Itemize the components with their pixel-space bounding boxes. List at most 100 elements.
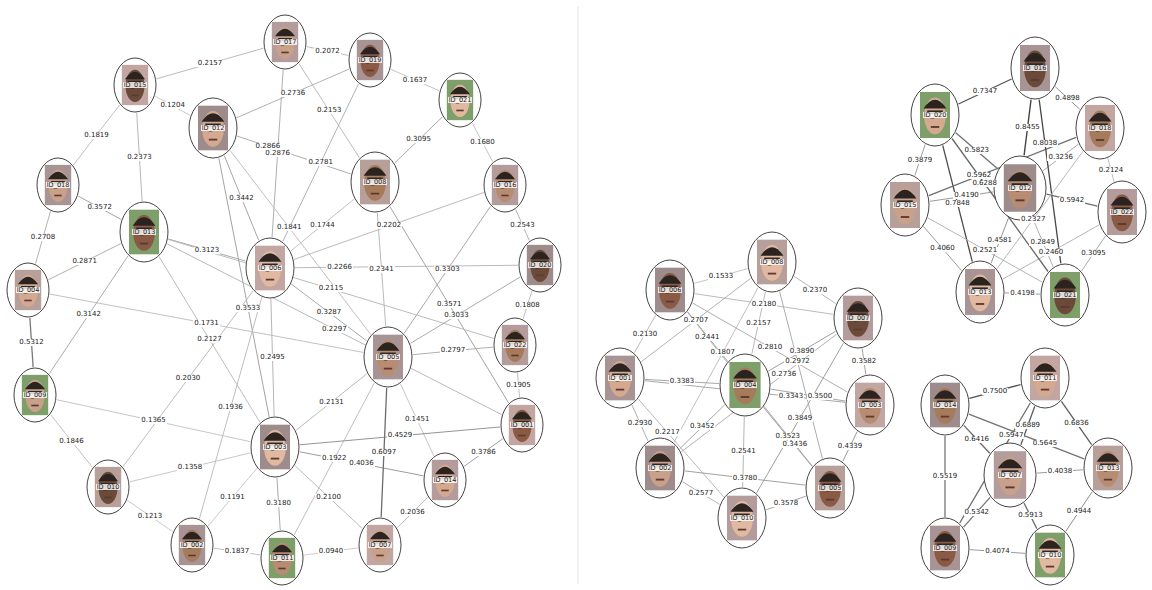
face-node: ID_006 (645, 259, 695, 321)
edge-weight: 0.3849 (787, 415, 814, 422)
similarity-edge (694, 269, 747, 284)
node-id: ID_022 (1110, 209, 1135, 216)
node-id: ID_015 (123, 82, 148, 89)
similarity-edge (168, 239, 493, 338)
similarity-edge (964, 425, 990, 453)
similarity-edge (199, 297, 261, 518)
edge-weight: 0.3879 (907, 157, 934, 164)
face-node: ID_021 (438, 72, 482, 128)
face-node: ID_005 (805, 457, 855, 519)
face-node: ID_014 (920, 374, 970, 436)
node-id: ID_003 (858, 402, 883, 409)
node-id: ID_012 (1008, 185, 1033, 192)
panel-divider (578, 6, 579, 584)
edge-weight: 0.2736 (771, 371, 798, 378)
similarity-edge (464, 439, 503, 467)
similarity-edge (291, 284, 366, 341)
edge-weight: 0.1451 (404, 416, 431, 423)
edge-weight: 0.2127 (196, 336, 223, 343)
similarity-edge (956, 133, 998, 169)
similarity-edge (969, 385, 1020, 399)
face-node: ID_020 (518, 237, 562, 293)
edge-weight: 0.4529 (387, 432, 414, 439)
face-node: ID_010 (86, 459, 130, 515)
similarity-edge (400, 384, 433, 456)
node-id: ID_013 (968, 289, 993, 296)
edge-weight: 0.2341 (368, 266, 395, 273)
face-node: ID_005 (363, 326, 413, 388)
similarity-edge (397, 497, 427, 527)
similarity-edge (641, 278, 750, 362)
similarity-edge (680, 405, 725, 449)
edge-weight: 0.5823 (964, 147, 991, 154)
face-node: ID_004 (6, 262, 50, 318)
node-id: ID_020 (528, 262, 553, 269)
face-node: ID_015 (113, 57, 157, 113)
edge-weight: 0.2130 (632, 331, 659, 338)
edge-weight: 0.4339 (837, 443, 864, 450)
edge-weight: 0.3582 (851, 358, 878, 365)
similarity-edge (964, 497, 991, 527)
edge-weight: 0.2441 (694, 334, 721, 341)
edge-weight: 0.3890 (789, 348, 816, 355)
face-node: ID_009 (13, 367, 57, 423)
face-node: ID_021 (1040, 263, 1090, 327)
face-node: ID_008 (747, 231, 797, 293)
face-node: ID_002 (170, 517, 214, 573)
face-node: ID_022 (1097, 180, 1147, 244)
node-id: ID_007 (846, 315, 871, 322)
edge-weight: 0.2202 (376, 222, 403, 229)
edge-weight: 0.4944 (1066, 508, 1093, 515)
edge-weight: 0.1808 (514, 302, 541, 309)
edge-weight: 0.3780 (732, 475, 759, 482)
similarity-edge (283, 84, 359, 241)
node-id: ID_005 (376, 354, 401, 361)
similarity-edge (404, 206, 490, 333)
edge-weight: 0.2495 (259, 354, 286, 361)
node-id: ID_007 (998, 472, 1023, 479)
similarity-edge (695, 294, 833, 315)
node-id: ID_018 (1088, 125, 1113, 132)
edge-weight: 0.2327 (1020, 216, 1047, 223)
node-id: ID_006 (658, 287, 683, 294)
similarity-edge (156, 48, 263, 79)
edge-weight: 0.5519 (932, 473, 959, 480)
similarity-edge (682, 482, 719, 505)
face-node: ID_016 (483, 157, 527, 213)
edge-weight: 0.1905 (505, 382, 532, 389)
edge-weight: 0.4038 (1047, 468, 1074, 475)
edge-weight: 0.5645 (1032, 440, 1059, 447)
edge-weight: 0.2217 (654, 429, 681, 436)
edge-weight: 0.2708 (30, 234, 57, 241)
node-id: ID_016 (1023, 65, 1048, 72)
similarity-edge (57, 400, 251, 442)
edge-weight: 0.1358 (177, 464, 204, 471)
node-id: ID_015 (893, 202, 918, 209)
edge-weight: 0.2541 (730, 448, 757, 455)
similarity-edge (224, 156, 258, 241)
node-id: ID_002 (180, 542, 205, 549)
similarity-edge (49, 256, 128, 374)
node-id: ID_022 (503, 342, 528, 349)
edge-weight: 0.2707 (683, 317, 710, 324)
node-id: ID_003 (263, 444, 288, 451)
edge-weight: 0.4198 (1009, 290, 1036, 297)
edge-weight: 0.3436 (782, 441, 809, 448)
similarity-edge (771, 389, 845, 401)
similarity-edge (768, 331, 835, 371)
edge-weight: 0.3123 (194, 247, 221, 254)
edge-weight: 0.2153 (316, 107, 343, 114)
edge-weight: 0.3383 (669, 378, 696, 385)
edge-weight: 0.6097 (371, 449, 398, 456)
edge-weight: 0.2115 (318, 285, 345, 292)
face-node: ID_015 (880, 173, 930, 237)
edge-weight: 0.1846 (58, 438, 85, 445)
similarity-edge (794, 276, 836, 303)
edge-weight: 0.2930 (627, 420, 654, 427)
node-id: ID_012 (201, 125, 226, 132)
node-id: ID_007 (368, 542, 393, 549)
similarity-edge (78, 196, 121, 219)
similarity-edge (48, 244, 120, 280)
edge-weight: 0.3287 (316, 309, 343, 316)
